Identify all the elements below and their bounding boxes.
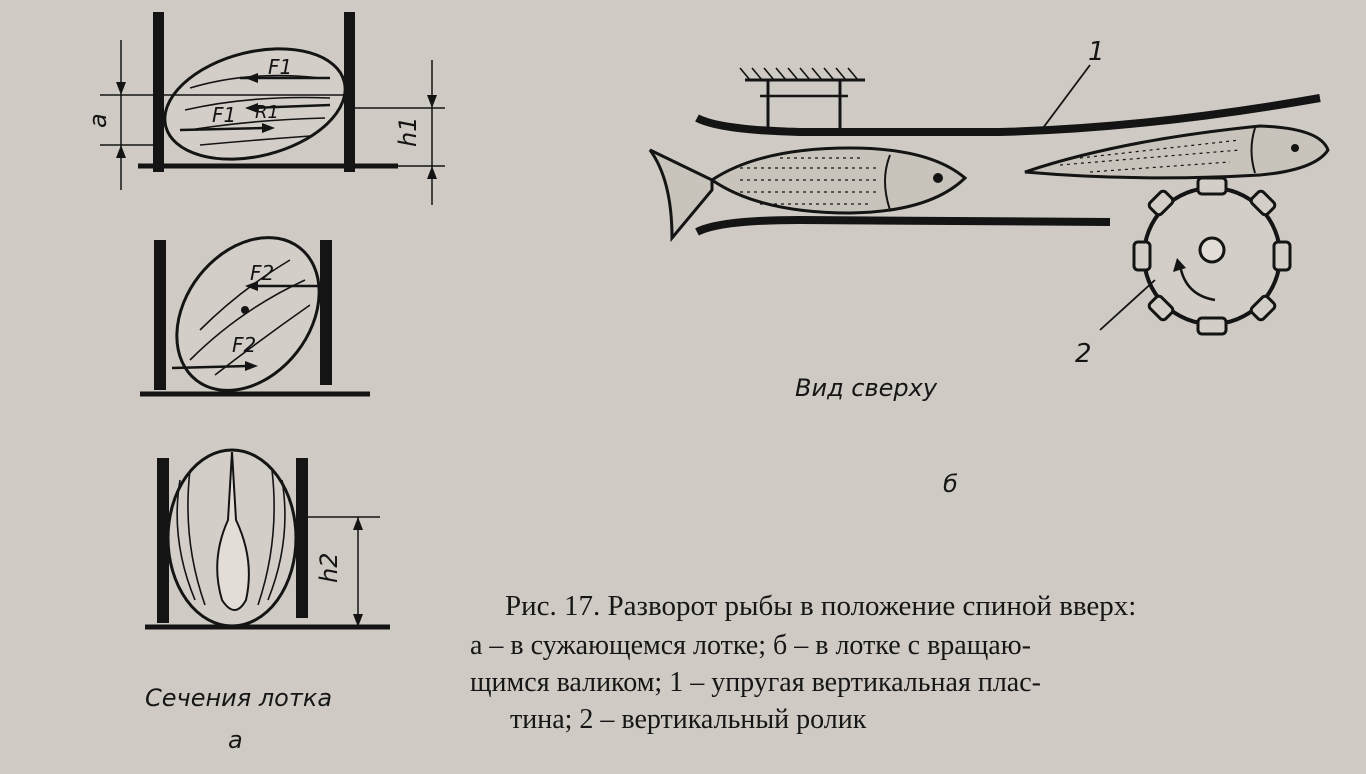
top-view-label: Вид сверху (795, 374, 938, 402)
part-label-2: 2 (1075, 339, 1092, 369)
force-label-f1-top: F1 (268, 55, 292, 79)
force-label-f2-top: F2 (250, 261, 274, 285)
top-view-diagram (648, 64, 1330, 336)
caption-line-1: а – в сужающемся лотке; б – в лотке с вр… (470, 630, 1031, 661)
figure-caption: Рис. 17. Разворот рыбы в положение спино… (470, 590, 1330, 738)
fish-right (1024, 124, 1330, 180)
trough-section-2 (140, 236, 370, 397)
dim-label-h1: h1 (394, 117, 422, 147)
fish-cross-section-2 (175, 236, 321, 392)
caption-body: а – в сужающемся лотке; б – в лотке с вр… (470, 627, 1330, 738)
caption-title: Рис. 17. Разворот рыбы в положение спино… (505, 590, 1137, 622)
figure-letter-a: а (228, 726, 243, 754)
trough-sections-label: Сечения лотка (145, 684, 333, 712)
dim-label-h2: h2 (315, 553, 343, 583)
part-label-1: 1 (1088, 37, 1105, 67)
elastic-plate (695, 94, 1321, 136)
trough-section-1 (100, 12, 445, 205)
caption-line-3: тина; 2 – вертикальный ролик (510, 704, 867, 735)
trough-lower-wall (695, 215, 1111, 236)
force-label-f2-bottom: F2 (232, 333, 256, 357)
force-label-r1: R1 (255, 102, 279, 123)
trough-section-3 (145, 448, 390, 630)
caption-line-2: щимся валиком; 1 – упругая вертикальная … (470, 667, 1041, 698)
force-label-f1-mid: F1 (212, 103, 236, 127)
vertical-roller (1132, 176, 1292, 336)
dim-label-a: a (84, 113, 112, 128)
figure-letter-b: б (943, 470, 958, 498)
